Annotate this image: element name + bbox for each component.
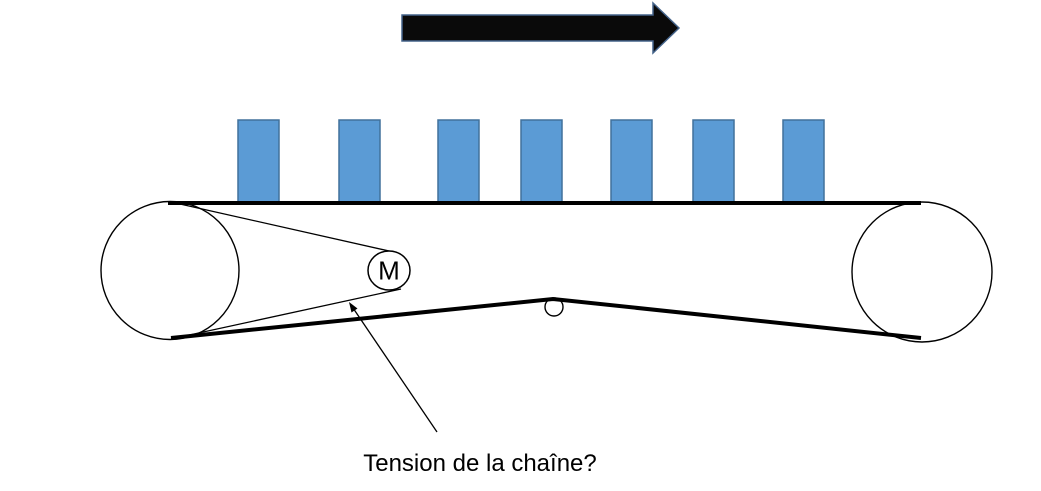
cleat-block (338, 119, 381, 205)
motor-circle (367, 250, 411, 291)
cleat-block (782, 119, 825, 205)
right-pulley-circle (851, 201, 993, 343)
direction-arrow-icon (401, 1, 681, 55)
chain-bottom-line (170, 288, 402, 340)
left-pulley-circle (100, 200, 240, 341)
cleat-blocks-group (237, 119, 825, 205)
cleat-block (520, 119, 563, 205)
cleat-block (610, 119, 653, 205)
cleat-block (237, 119, 280, 205)
cleat-block (692, 119, 735, 205)
motor-label: M (378, 256, 400, 286)
belt-bottom-line (170, 296, 922, 340)
pointer-arrow-line (350, 304, 438, 433)
pointer-arrowhead-icon (349, 302, 358, 313)
cleat-block (437, 119, 480, 205)
chain-top-line (179, 203, 399, 254)
caption-text: Tension de la chaîne? (363, 450, 597, 477)
